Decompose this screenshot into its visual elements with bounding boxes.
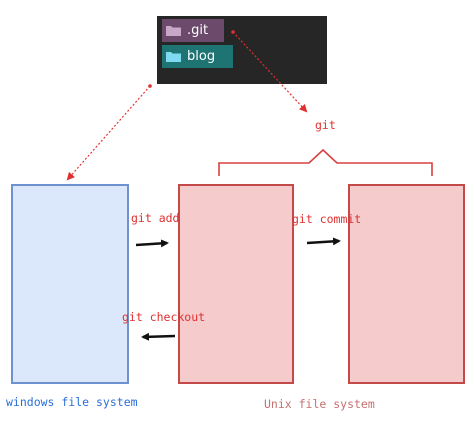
dotted-arrow-to-git (232, 31, 308, 113)
unix-file-system-label: Unix file system (264, 397, 375, 411)
git-checkout-arrow (141, 332, 176, 341)
unix-staging-box (178, 184, 294, 384)
folder-blog[interactable]: blog (162, 45, 233, 68)
folder-blog-label: blog (187, 49, 216, 64)
folder-icon (166, 52, 181, 62)
git-commit-label: git commit (292, 212, 362, 226)
folder-git[interactable]: .git (162, 19, 224, 42)
folder-icon (166, 26, 181, 36)
dotted-arrow-to-windows (66, 85, 151, 181)
git-commit-arrow (306, 237, 341, 246)
git-label: git (315, 118, 336, 132)
windows-file-system-box (11, 184, 129, 384)
unix-bracket (218, 148, 433, 176)
folder-git-label: .git (187, 23, 209, 38)
connector-dot-right (231, 30, 235, 34)
explorer-panel: .git blog (157, 16, 327, 84)
connector-dot-left (148, 84, 152, 88)
unix-repository-box (348, 184, 465, 384)
git-add-label: git add (131, 211, 180, 225)
git-checkout-label: git checkout (122, 310, 206, 324)
git-add-arrow (135, 239, 169, 248)
windows-file-system-label: windows file system (6, 395, 138, 409)
